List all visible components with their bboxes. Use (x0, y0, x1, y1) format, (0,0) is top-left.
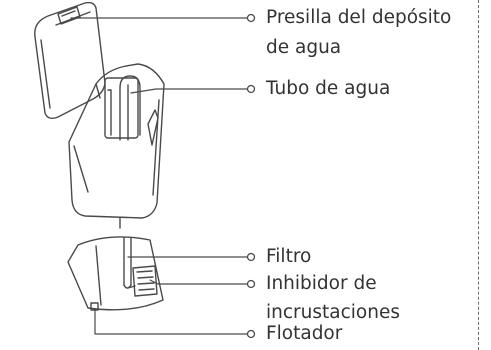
label-tank-clip-line2: de agua (266, 37, 342, 58)
callout-dot-float (246, 329, 256, 339)
tank-lid (34, 1, 106, 120)
callout-dot-tank-clip (246, 13, 256, 23)
label-scale-inhibitor-line1: Inhibidor de (266, 273, 377, 294)
tank-clip (57, 6, 81, 25)
label-tank-clip-line1: Presilla del depósito (266, 7, 452, 28)
scale-inhibitor-graphic (127, 265, 158, 297)
leader-line-water-tube (130, 88, 248, 94)
callout-dot-scale-inhibitor (246, 279, 256, 289)
label-float: Flotador (266, 323, 343, 344)
page-border-dashed (478, 0, 479, 350)
callout-dot-water-tube (246, 84, 256, 94)
tank-fin (147, 109, 159, 146)
tank-body (68, 63, 165, 219)
water-tube-graphic (104, 75, 141, 141)
detail-inset (67, 236, 164, 311)
label-filter: Filtro (266, 246, 312, 267)
label-scale-inhibitor-line2: incrustaciones (266, 302, 400, 323)
label-water-tube: Tubo de agua (266, 78, 391, 99)
leader-line-scale-inhibitor (149, 279, 248, 285)
callout-dot-filter (246, 252, 256, 262)
leader-line-float (94, 309, 248, 335)
